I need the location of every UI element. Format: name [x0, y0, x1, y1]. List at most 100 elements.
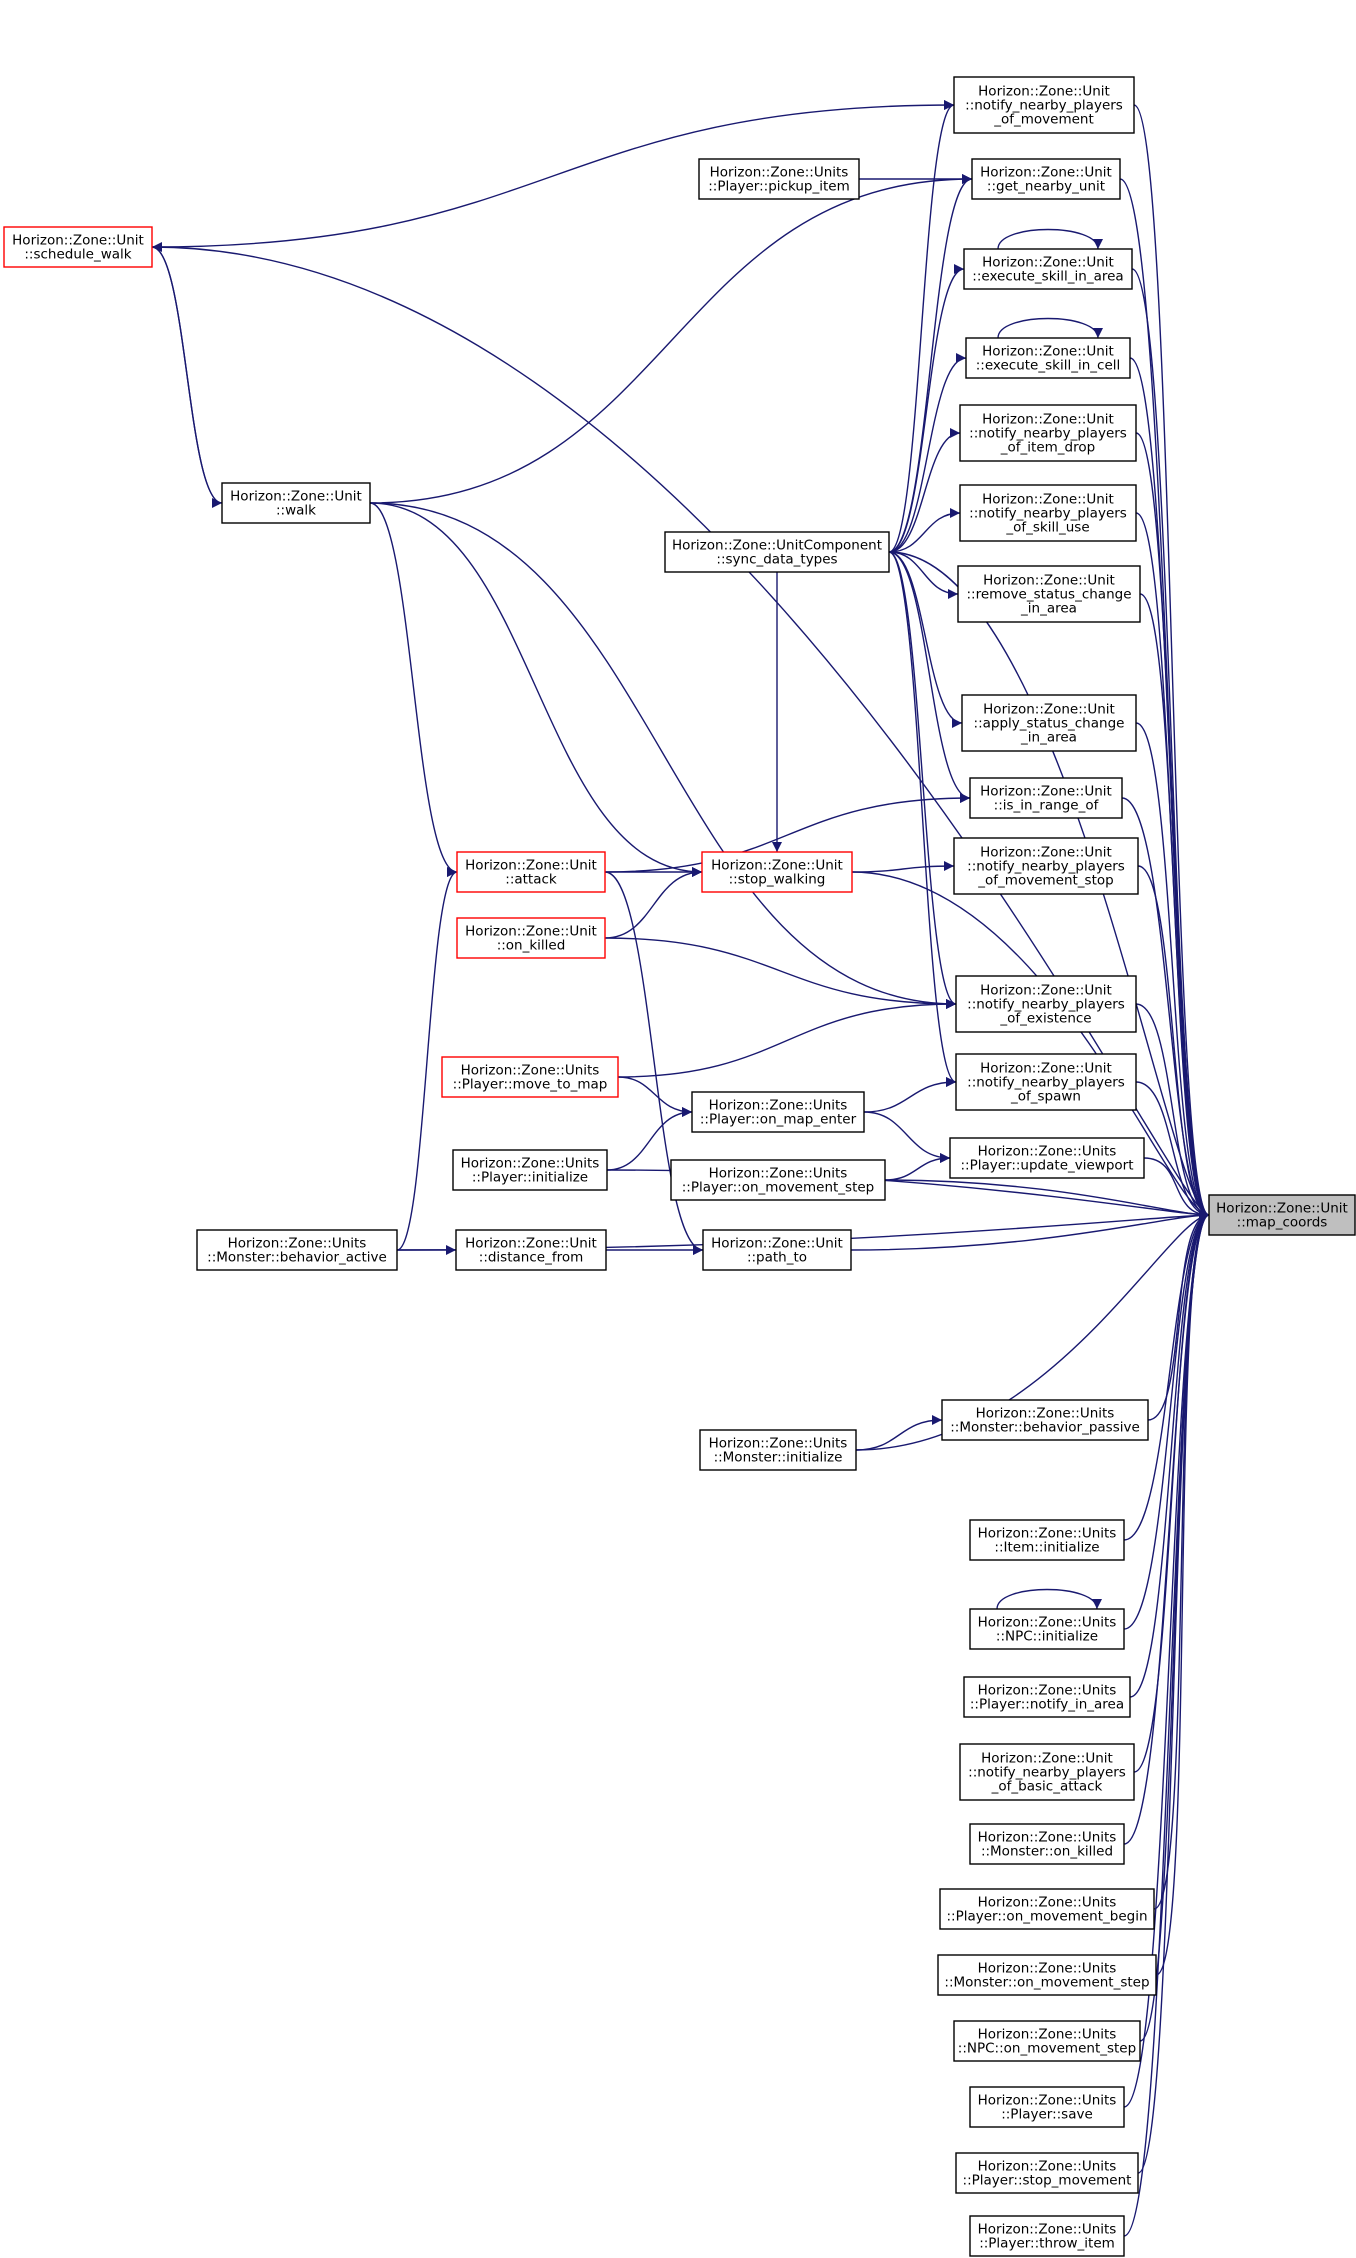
- call-edge-sync_data-to-spawn: [888, 551, 957, 1087]
- call-edge-move_to_map-to-existence: [617, 999, 957, 1078]
- node-box: [664, 531, 890, 573]
- node-box: [949, 1137, 1145, 1179]
- node-box: [452, 1149, 608, 1191]
- node-label-line: _of_existence: [999, 1011, 1091, 1027]
- node-npc-init[interactable]: Horizon::Zone::Units::NPC::initialize: [969, 1608, 1125, 1650]
- node-basic-attack[interactable]: Horizon::Zone::Unit::notify_nearby_playe…: [959, 1743, 1135, 1801]
- node-pickup-item[interactable]: Horizon::Zone::Units::Player::pickup_ite…: [698, 158, 860, 200]
- node-box: [963, 248, 1133, 290]
- call-edge-stop_walking-to-movement_stop: [851, 861, 955, 873]
- node-notify-movement[interactable]: Horizon::Zone::Unit::notify_nearby_playe…: [953, 76, 1135, 134]
- node-label-line: Horizon::Zone::Units: [709, 1436, 848, 1452]
- node-label-line: ::Player::initialize: [472, 1170, 588, 1186]
- node-label-line: ::apply_status_change: [974, 716, 1125, 732]
- node-label-line: ::Monster::behavior_passive: [950, 1420, 1140, 1436]
- node-box: [699, 1429, 857, 1471]
- node-notify-in-area[interactable]: Horizon::Zone::Units::Player::notify_in_…: [963, 1676, 1131, 1718]
- node-label-line: ::notify_nearby_players: [965, 98, 1123, 114]
- node-existence[interactable]: Horizon::Zone::Unit::notify_nearby_playe…: [955, 975, 1137, 1033]
- call-edge-player_init-to-on_map_enter: [606, 1107, 693, 1171]
- node-monster-move-step[interactable]: Horizon::Zone::Units::Monster::on_moveme…: [937, 1954, 1157, 1996]
- node-player-init[interactable]: Horizon::Zone::Units::Player::initialize: [452, 1149, 608, 1191]
- node-throw-item[interactable]: Horizon::Zone::Units::Player::throw_item: [969, 2215, 1125, 2257]
- node-monster-killed[interactable]: Horizon::Zone::Units::Monster::on_killed: [969, 1823, 1125, 1865]
- node-exec-cell[interactable]: Horizon::Zone::Unit::execute_skill_in_ce…: [965, 337, 1131, 379]
- node-label-line: Horizon::Zone::Units: [978, 1895, 1117, 1911]
- node-distance-from[interactable]: Horizon::Zone::Unit::distance_from: [455, 1229, 607, 1271]
- call-edge-walk-to-stop_walking: [369, 502, 703, 877]
- call-edge-throw_item-to-map_coords: [1123, 1210, 1210, 2237]
- node-stop-movement[interactable]: Horizon::Zone::Units::Player::stop_movem…: [955, 2152, 1139, 2194]
- call-edge-exec_area-to-exec_area: [997, 228, 1103, 250]
- node-label-line: Horizon::Zone::Units: [709, 1166, 848, 1182]
- node-label-line: Horizon::Zone::Unit: [978, 84, 1110, 100]
- node-is-in-range[interactable]: Horizon::Zone::Unit::is_in_range_of: [969, 777, 1123, 819]
- node-move-to-map[interactable]: Horizon::Zone::Units::Player::move_to_ma…: [441, 1056, 619, 1098]
- node-label-line: ::notify_nearby_players: [968, 1765, 1126, 1781]
- node-attack[interactable]: Horizon::Zone::Unit::attack: [456, 851, 606, 893]
- node-on-killed[interactable]: Horizon::Zone::Unit::on_killed: [456, 917, 606, 959]
- call-edge-exec_cell-to-exec_cell: [997, 317, 1103, 339]
- node-apply-status[interactable]: Horizon::Zone::Unit::apply_status_change…: [961, 694, 1137, 752]
- node-label-line: Horizon::Zone::Unit: [230, 489, 362, 505]
- node-remove-status[interactable]: Horizon::Zone::Unit::remove_status_chang…: [957, 565, 1141, 623]
- node-path-to[interactable]: Horizon::Zone::Unit::path_to: [702, 1229, 852, 1271]
- node-player-save[interactable]: Horizon::Zone::Units::Player::save: [969, 2086, 1125, 2128]
- node-label-line: Horizon::Zone::Unit: [982, 255, 1114, 271]
- node-sync-data[interactable]: Horizon::Zone::UnitComponent::sync_data_…: [664, 531, 890, 573]
- node-label-line: ::path_to: [747, 1250, 807, 1266]
- node-label-line: Horizon::Zone::Units: [978, 2027, 1117, 2043]
- node-player-move-step[interactable]: Horizon::Zone::Units::Player::on_movemen…: [670, 1159, 886, 1201]
- node-label-line: Horizon::Zone::Unit: [465, 924, 597, 940]
- node-label-line: ::execute_skill_in_area: [972, 269, 1123, 285]
- node-spawn[interactable]: Horizon::Zone::Unit::notify_nearby_playe…: [955, 1053, 1137, 1111]
- node-label-line: Horizon::Zone::Unit: [980, 1061, 1112, 1077]
- node-box: [969, 2215, 1125, 2257]
- node-label-line: ::Monster::on_killed: [981, 1844, 1113, 1860]
- node-box: [969, 2086, 1125, 2128]
- node-stop-walking[interactable]: Horizon::Zone::Unit::stop_walking: [701, 851, 853, 893]
- node-box: [937, 1954, 1157, 1996]
- node-label-line: Horizon::Zone::Unit: [983, 702, 1115, 718]
- call-edge-exec_area-to-map_coords: [1131, 268, 1210, 1220]
- node-item-init[interactable]: Horizon::Zone::Units::Item::initialize: [969, 1519, 1125, 1561]
- node-movement-stop[interactable]: Horizon::Zone::Unit::notify_nearby_playe…: [953, 837, 1139, 895]
- node-label-line: ::map_coords: [1237, 1215, 1328, 1231]
- node-behavior-active[interactable]: Horizon::Zone::Units::Monster::behavior_…: [196, 1229, 398, 1271]
- node-label-line: Horizon::Zone::Units: [709, 1098, 848, 1114]
- call-edge-sync_data-to-existence: [888, 551, 957, 1009]
- node-get-nearby-unit[interactable]: Horizon::Zone::Unit::get_nearby_unit: [971, 158, 1121, 200]
- call-edge-sync_data-to-is_in_range: [888, 551, 971, 803]
- node-walk[interactable]: Horizon::Zone::Unit::walk: [221, 482, 371, 524]
- node-map-coords[interactable]: Horizon::Zone::Unit::map_coords: [1208, 1194, 1356, 1236]
- node-schedule-walk[interactable]: Horizon::Zone::Unit::schedule_walk: [3, 226, 153, 268]
- node-label-line: Horizon::Zone::Unit: [982, 412, 1114, 428]
- call-edge-monster_init-to-behavior_passive: [855, 1415, 943, 1451]
- node-box: [702, 1229, 852, 1271]
- call-edge-is_in_range-to-map_coords: [1121, 797, 1210, 1220]
- node-box: [969, 1823, 1125, 1865]
- node-npc-move-step[interactable]: Horizon::Zone::Units::NPC::on_movement_s…: [953, 2020, 1141, 2062]
- call-edge-spawn-to-map_coords: [1135, 1081, 1210, 1220]
- call-edge-sync_data-to-notify_movement: [888, 100, 955, 553]
- node-monster-init[interactable]: Horizon::Zone::Units::Monster::initializ…: [699, 1429, 857, 1471]
- node-label-line: ::execute_skill_in_cell: [976, 358, 1121, 374]
- node-box: [196, 1229, 398, 1271]
- node-update-viewport[interactable]: Horizon::Zone::Units::Player::update_vie…: [949, 1137, 1145, 1179]
- node-label-line: Horizon::Zone::Unit: [980, 983, 1112, 999]
- call-edge-monster_killed-to-map_coords: [1123, 1210, 1210, 1845]
- call-edge-sync_data-to-exec_cell: [888, 353, 967, 553]
- call-edge-sync_data-to-exec_area: [888, 264, 965, 553]
- node-on-map-enter[interactable]: Horizon::Zone::Units::Player::on_map_ent…: [691, 1091, 865, 1133]
- node-label-line: Horizon::Zone::Unit: [980, 845, 1112, 861]
- node-box: [455, 1229, 607, 1271]
- node-item-drop[interactable]: Horizon::Zone::Unit::notify_nearby_playe…: [959, 404, 1137, 462]
- node-skill-use[interactable]: Horizon::Zone::Unit::notify_nearby_playe…: [959, 484, 1137, 542]
- node-move-begin[interactable]: Horizon::Zone::Units::Player::on_movemen…: [939, 1888, 1155, 1930]
- node-behavior-passive[interactable]: Horizon::Zone::Units::Monster::behavior_…: [941, 1399, 1149, 1441]
- node-exec-area[interactable]: Horizon::Zone::Unit::execute_skill_in_ar…: [963, 248, 1133, 290]
- node-label-line: ::attack: [505, 872, 557, 888]
- call-edge-on_killed-to-existence: [604, 937, 957, 1009]
- node-box: [959, 484, 1137, 542]
